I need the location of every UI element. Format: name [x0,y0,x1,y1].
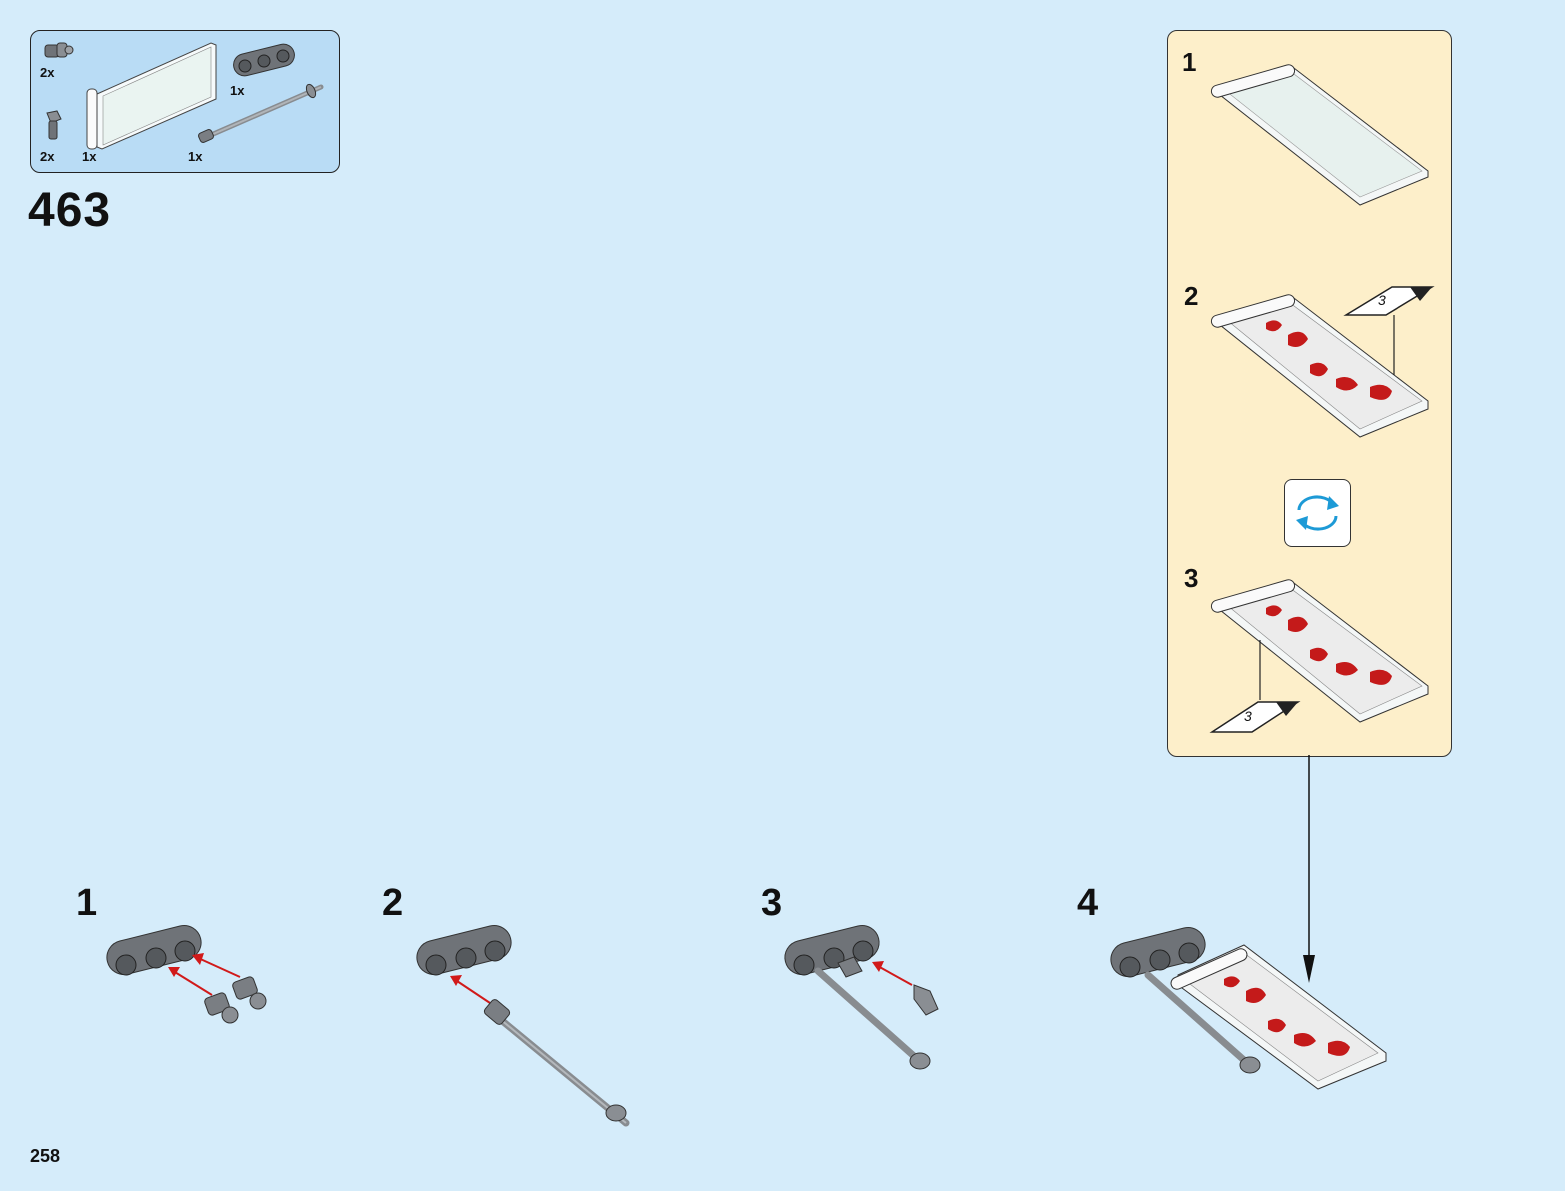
pin-connector-icon [44,42,74,58]
qty-flag-panel: 1x [82,149,97,164]
flag-panel-icon [86,42,217,150]
callout-step-3-number: 3 [1184,563,1199,593]
substep-2-number: 2 [382,882,404,924]
axle-pin-icon [46,110,62,140]
substep-3-illustration [784,925,939,1070]
substep-3-number: 3 [761,882,783,924]
substep-2-illustration [416,925,630,1127]
liftarm-beam-icon [233,43,295,77]
callout-arrow [1303,755,1315,983]
rotate-icon [1296,495,1339,531]
qty-bar: 1x [188,149,203,164]
substep-4-illustration [1110,927,1387,1090]
qty-pin-connector: 2x [40,65,55,80]
sticker-number-bottom: 3 [1244,708,1252,724]
callout-step-3-flag [1209,579,1429,733]
parts-list-box: 2x 2x 1x 1x 1x [30,30,340,173]
callout-step-2-flag [1210,286,1435,438]
qty-axle-pin: 2x [40,149,55,164]
sticker-glyphs [1266,320,1392,400]
callout-step-1-flag [1210,64,1429,206]
callout-step-1-number: 1 [1182,47,1197,77]
pin-connector-parts [204,976,267,1024]
callout-step-2-number: 2 [1184,281,1199,311]
substep-1-number: 1 [76,882,98,924]
page-number: 258 [30,1146,61,1166]
bar-with-stopper-icon [198,83,324,143]
sticker-number-top: 3 [1378,292,1386,308]
substep-1-illustration [106,925,267,1024]
qty-liftarm: 1x [230,83,245,98]
substep-4-number: 4 [1077,882,1099,924]
step-number: 463 [28,184,112,237]
rotate-indicator [1284,479,1351,547]
